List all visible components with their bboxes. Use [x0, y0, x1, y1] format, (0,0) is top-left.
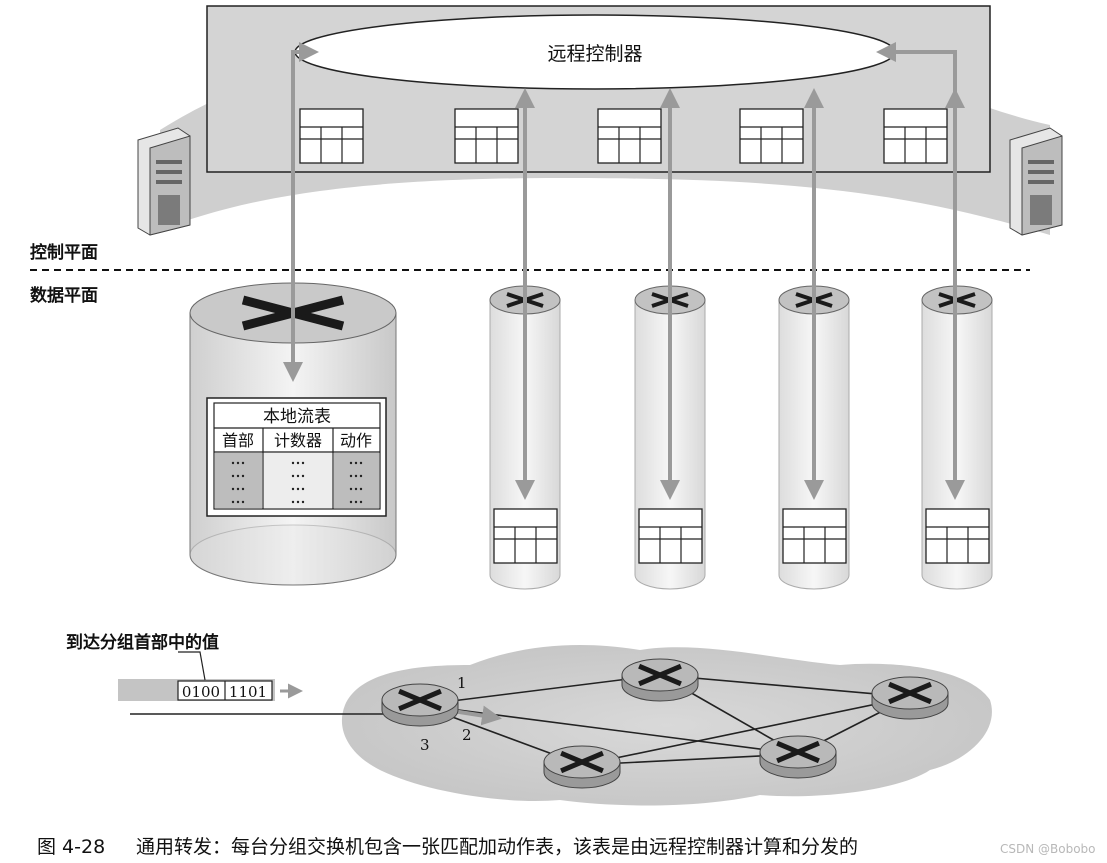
- flow-entry-dot: [301, 474, 305, 478]
- flow-entry-dot: [354, 487, 358, 491]
- router-x-icon: [888, 681, 932, 705]
- flow-entry-dot: [241, 461, 245, 465]
- flow-entry-dot: [231, 461, 235, 465]
- flow-entry-dot: [349, 487, 353, 491]
- router-x-icon: [776, 740, 820, 764]
- flow-table-col-counter: 计数器: [274, 431, 322, 450]
- flow-entry-dot: [301, 461, 305, 465]
- control-plane-label: 控制平面: [30, 243, 98, 263]
- flow-entry-dot: [359, 487, 363, 491]
- flow-entry-dot: [236, 461, 240, 465]
- flow-entry-dot: [301, 500, 305, 504]
- server-icon: [1009, 127, 1063, 236]
- watermark: CSDN @Bobobo: [1000, 842, 1096, 856]
- flow-entry-dot: [236, 487, 240, 491]
- controller-table-icon: [299, 108, 364, 164]
- flow-entry-dot: [296, 474, 300, 478]
- flow-table-col-action: 动作: [340, 431, 372, 450]
- router-x-icon: [638, 663, 682, 687]
- flow-entry-dot: [349, 474, 353, 478]
- network-routers: [381, 658, 949, 789]
- network-router: [543, 745, 621, 789]
- controller-table-icon: [883, 108, 948, 164]
- network-router: [871, 676, 949, 720]
- packet-bits-second: 1101: [229, 683, 267, 701]
- router-with-flow-table: 本地流表 首部 计数器 动作: [189, 282, 397, 586]
- controller-arrows: [515, 88, 965, 500]
- controller-tables: [299, 108, 948, 164]
- flow-entry-dot: [349, 500, 353, 504]
- flow-table-title: 本地流表: [263, 407, 331, 427]
- flow-entry-dot: [359, 500, 363, 504]
- port-label-3: 3: [420, 736, 430, 754]
- flow-entry-dot: [354, 500, 358, 504]
- switch-table-icon: [493, 508, 558, 564]
- flow-entry-dot: [291, 474, 295, 478]
- flow-entry-dot: [291, 487, 295, 491]
- flow-entry-dot: [291, 500, 295, 504]
- flow-entry-dot: [296, 500, 300, 504]
- switch-table-icon: [925, 508, 990, 564]
- flow-entry-dot: [359, 461, 363, 465]
- controller-to-router-arrow: [283, 42, 319, 382]
- switch-table-icon: [782, 508, 847, 564]
- data-plane-label: 数据平面: [30, 286, 98, 306]
- figure-number: 图 4-28: [37, 836, 106, 858]
- port-label-1: 1: [457, 674, 467, 692]
- flow-entry-dot: [241, 500, 245, 504]
- flow-entry-dot: [236, 474, 240, 478]
- label-leader: [178, 651, 206, 681]
- flow-entry-dot: [231, 487, 235, 491]
- flow-entry-dot: [241, 487, 245, 491]
- server-icon: [137, 127, 191, 236]
- flow-entry-dot: [359, 474, 363, 478]
- flow-entry-dot: [301, 487, 305, 491]
- flow-entry-dot: [296, 461, 300, 465]
- flow-table-entries: [231, 461, 363, 504]
- network-router: [621, 658, 699, 702]
- flow-entry-dot: [291, 461, 295, 465]
- controller-table-icon: [454, 108, 519, 164]
- flow-entry-dot: [231, 500, 235, 504]
- network-router: [381, 683, 459, 727]
- network-router: [759, 735, 837, 779]
- router-x-icon: [398, 688, 442, 712]
- flow-entry-dot: [231, 474, 235, 478]
- port-label-2: 2: [462, 726, 472, 744]
- flow-entry-dot: [349, 461, 353, 465]
- flow-entry-dot: [354, 461, 358, 465]
- switch-table-icon: [638, 508, 703, 564]
- flow-table-col-header: 首部: [222, 431, 254, 450]
- controller-label: 远程控制器: [547, 43, 642, 65]
- controller-to-last-router-arrow: [876, 42, 957, 92]
- router-x-icon: [560, 750, 604, 774]
- arriving-packet-label: 到达分组首部中的值: [66, 633, 219, 653]
- packet-bits-first: 0100: [182, 683, 220, 701]
- controller-table-icon: [597, 108, 662, 164]
- flow-entry-dot: [236, 500, 240, 504]
- controller-table-icon: [739, 108, 804, 164]
- flow-entry-dot: [241, 474, 245, 478]
- flow-entry-dot: [354, 474, 358, 478]
- small-routers: [489, 285, 993, 590]
- flow-entry-dot: [296, 487, 300, 491]
- figure-caption: 通用转发：每台分组交换机包含一张匹配加动作表，该表是由远程控制器计算和分发的: [136, 836, 859, 858]
